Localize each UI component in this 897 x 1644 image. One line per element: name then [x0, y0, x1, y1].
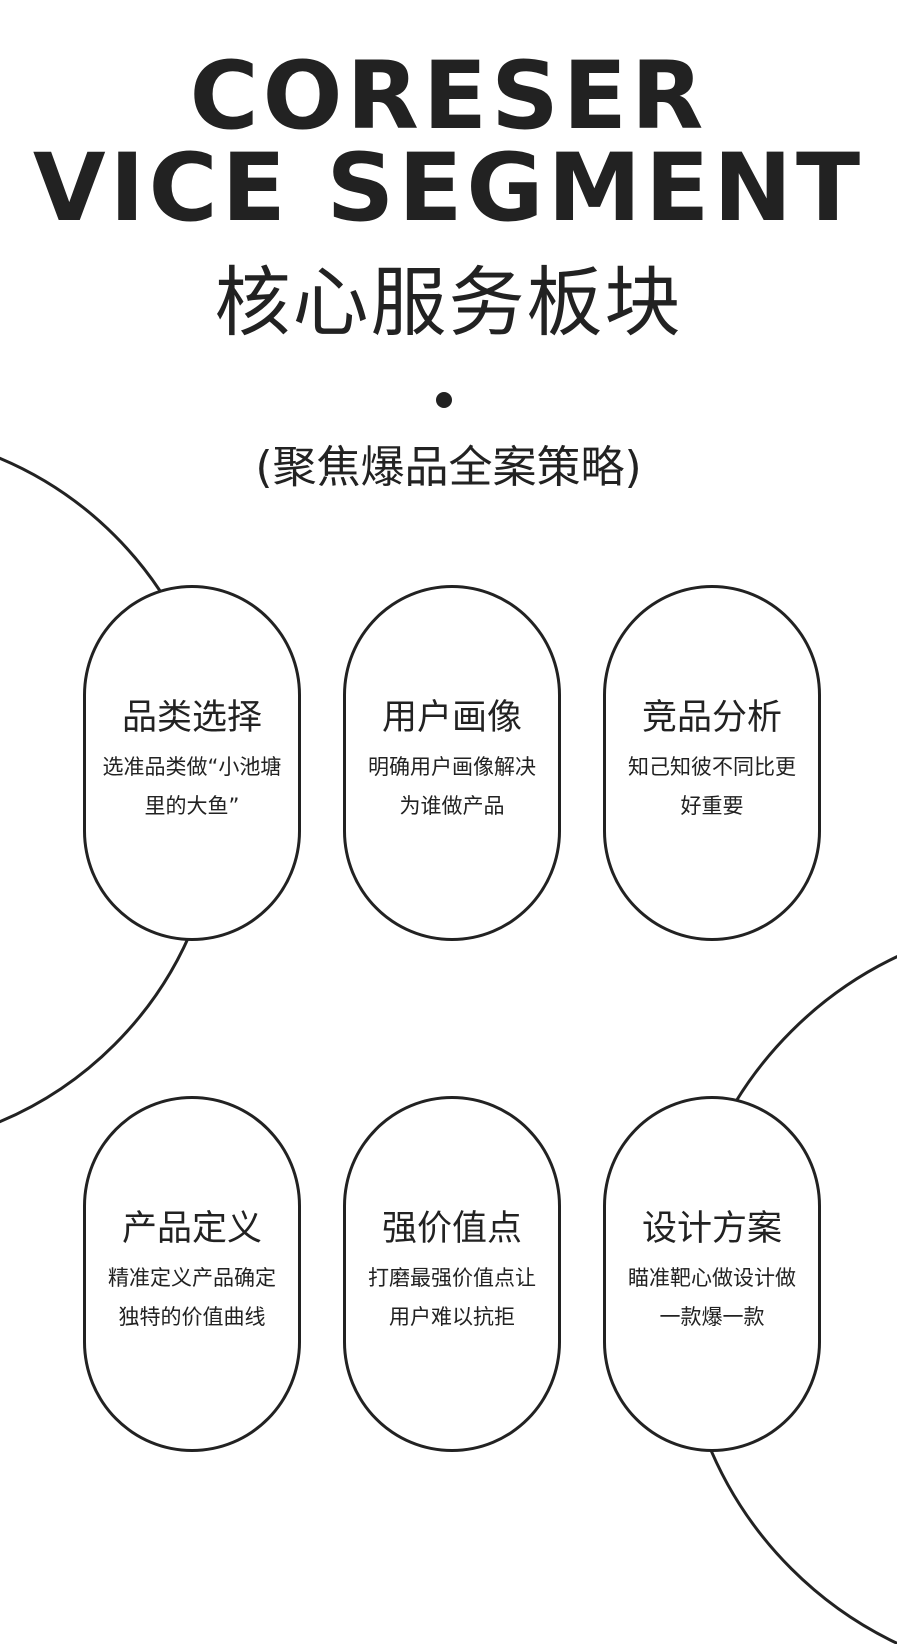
service-card-competitor-analysis: 竞品分析 知己知彼不同比更好重要	[603, 585, 821, 941]
service-card-desc: 知己知彼不同比更好重要	[628, 755, 796, 818]
service-card-value-point: 强价值点 打磨最强价值点让用户难以抗拒	[343, 1096, 561, 1452]
service-card-product-definition: 产品定义 精准定义产品确定独特的价值曲线	[83, 1096, 301, 1452]
service-card-desc: 精准定义产品确定独特的价值曲线	[108, 1266, 276, 1329]
service-card-title: 竞品分析	[641, 698, 782, 738]
page-title-line-2: VICE SEGMENT	[32, 134, 865, 243]
service-card-desc: 选准品类做“小池塘里的大鱼”	[102, 755, 282, 818]
dot-divider	[436, 392, 452, 408]
service-card-title: 用户画像	[381, 698, 522, 738]
service-card-desc: 瞄准靶心做设计做一款爆一款	[628, 1266, 796, 1329]
service-card-user-persona: 用户画像 明确用户画像解决为谁做产品	[343, 585, 561, 941]
service-card-desc: 打磨最强价值点让用户难以抗拒	[368, 1266, 536, 1329]
service-card-title: 产品定义	[121, 1209, 262, 1249]
page-tagline: (聚焦爆品全案策略)	[255, 442, 642, 493]
service-card-design-plan: 设计方案 瞄准靶心做设计做一款爆一款	[603, 1096, 821, 1452]
service-card-title: 设计方案	[641, 1209, 782, 1249]
service-card-title: 品类选择	[121, 698, 262, 738]
service-card-category-selection: 品类选择 选准品类做“小池塘里的大鱼”	[83, 585, 301, 941]
page-subtitle: 核心服务板块	[214, 258, 683, 347]
service-card-title: 强价值点	[381, 1209, 522, 1249]
page-title-line-1: CORESER	[189, 42, 708, 151]
service-card-desc: 明确用户画像解决为谁做产品	[368, 755, 536, 818]
